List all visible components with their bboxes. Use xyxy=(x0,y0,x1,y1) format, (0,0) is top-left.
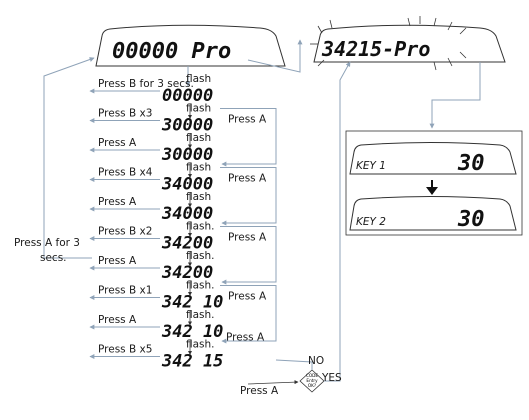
step-display: 34000 xyxy=(161,175,213,195)
flash-label: flash. xyxy=(186,221,215,233)
key2-value: 30 xyxy=(457,207,485,232)
step-label: Press A xyxy=(98,314,137,326)
key1-display: KEY 1 30 xyxy=(349,142,517,176)
flash-label: flash xyxy=(186,103,211,115)
press-a-3secs-line1: Press A for 3 xyxy=(14,237,80,249)
press-a-loop xyxy=(220,285,277,344)
code-line2: Entry xyxy=(306,378,318,383)
top-right-display-text: 34215-Pro xyxy=(321,37,430,61)
flash-label: flash. xyxy=(186,250,215,262)
final-press-a: Press A xyxy=(240,385,279,397)
step-label: Press B x1 xyxy=(98,285,152,297)
step-label: Press A xyxy=(98,255,137,267)
press-a-label: Press A xyxy=(228,232,267,244)
step-display: 342 10 xyxy=(161,322,223,342)
step-label: Press A xyxy=(98,196,137,208)
step-label: Press B x4 xyxy=(98,167,153,179)
press-a-loop xyxy=(220,167,277,226)
press-a-loop xyxy=(220,108,277,167)
top-left-display: 00000 Pro xyxy=(95,24,286,67)
step-label: Press B x5 xyxy=(98,344,152,356)
return-loop: Press A for 3 secs. xyxy=(14,57,95,264)
code-line3: OK? xyxy=(308,383,316,388)
step-display: 34200 xyxy=(161,234,213,254)
press-a-label: Press A xyxy=(228,114,267,126)
flash-label: flash xyxy=(186,191,211,203)
step-display: 342 15 xyxy=(161,352,223,372)
step-label: Press B x3 xyxy=(98,108,152,120)
key1-value: 30 xyxy=(457,151,485,176)
flash-label: flash. xyxy=(186,280,215,292)
step-label: Press B x2 xyxy=(98,226,152,238)
step-display: 34000 xyxy=(161,204,213,224)
no-label: NO xyxy=(308,355,324,367)
press-a-3secs-line2: secs. xyxy=(40,252,67,264)
flash-label: flash xyxy=(186,73,211,85)
key-panel: KEY 1 30 KEY 2 30 xyxy=(345,62,523,236)
press-a-loop xyxy=(220,226,277,285)
yes-label: YES xyxy=(321,372,342,384)
key2-label: KEY 2 xyxy=(356,216,386,228)
press-a-label: Press A xyxy=(228,291,267,303)
press-a-label: Press A xyxy=(228,173,267,185)
step-display: 30000 xyxy=(161,116,213,136)
step-display: 342 10 xyxy=(161,293,223,313)
code-ok-decision: CODE Entry OK? Press A NO YES xyxy=(240,39,351,397)
step-label: Press B for 3 secs. xyxy=(98,78,194,90)
step-display: 00000 xyxy=(162,86,213,106)
step-label: Press A xyxy=(98,137,137,149)
key1-label: KEY 1 xyxy=(356,160,386,172)
step-display: 30000 xyxy=(161,145,213,165)
top-right-display: 34215-Pro xyxy=(310,16,506,71)
flash-label: flash xyxy=(186,162,211,174)
flash-label: flash xyxy=(186,132,211,144)
step-display: 34200 xyxy=(161,263,213,283)
flash-label: flash. xyxy=(186,339,215,351)
flash-rays xyxy=(310,16,467,71)
flash-label: flash. xyxy=(186,309,215,321)
key2-display: KEY 2 30 xyxy=(349,196,517,232)
top-left-display-text: 00000 Pro xyxy=(112,39,231,64)
code-line1: CODE xyxy=(306,373,318,378)
down-arrow-icon xyxy=(426,187,438,195)
press-a-label: Press A xyxy=(226,332,265,344)
